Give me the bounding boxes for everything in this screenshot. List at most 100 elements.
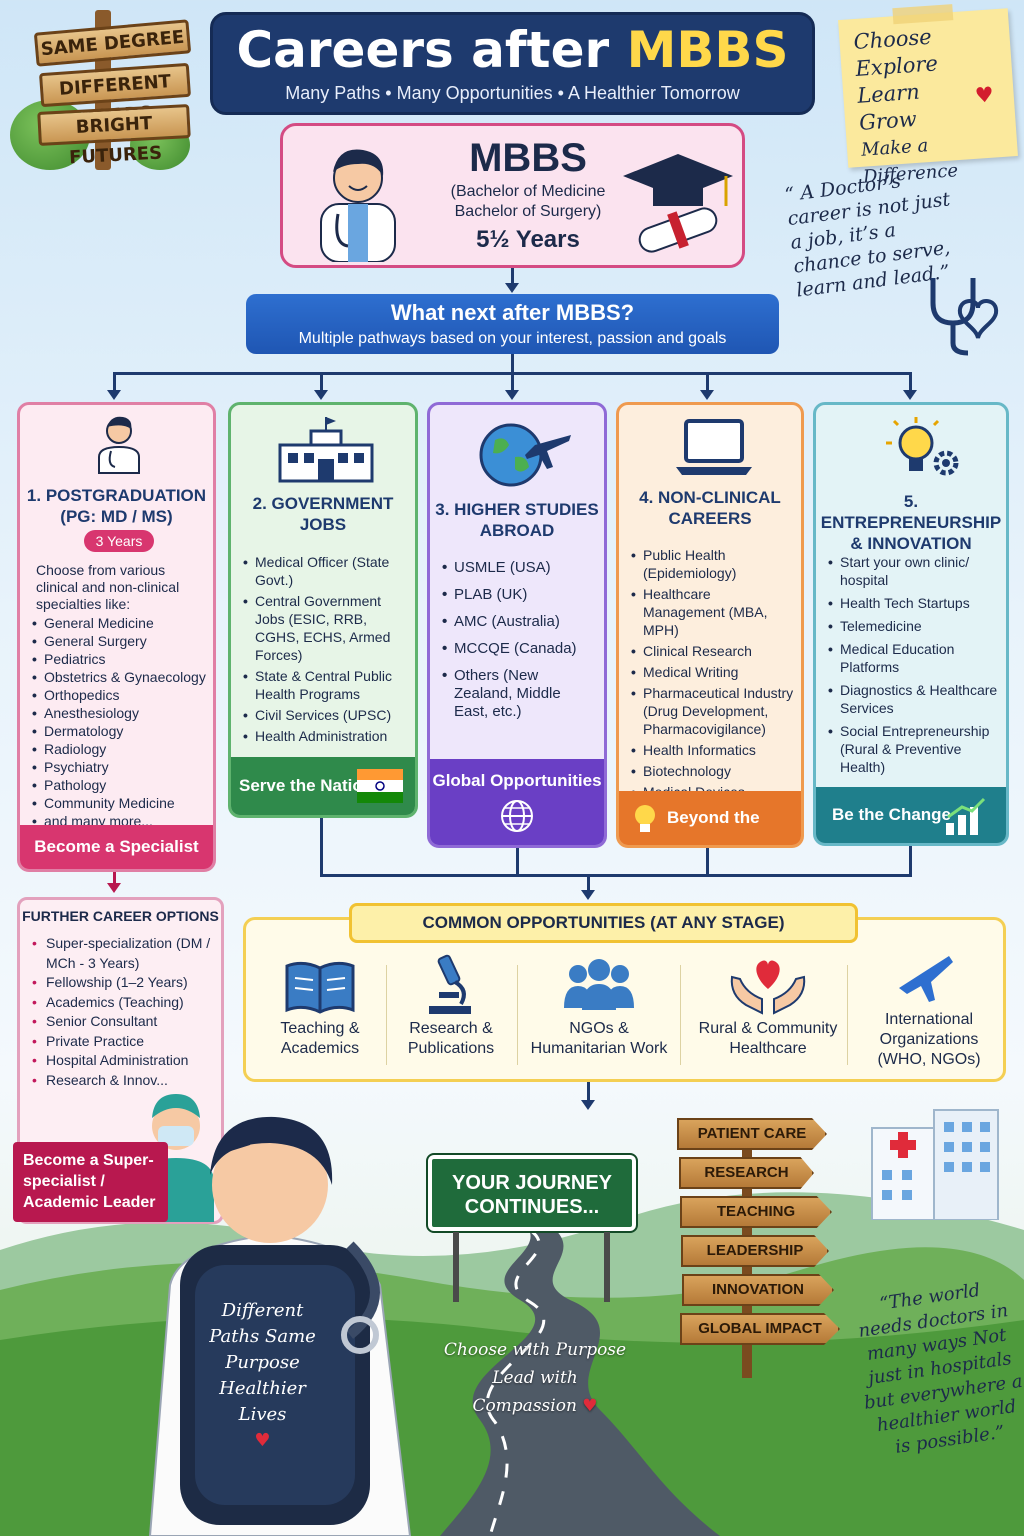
government-list: Medical Officer (State Govt.) Central Go… [241, 553, 409, 748]
direction-sign-global-impact: GLOBAL IMPACT [680, 1313, 840, 1345]
list-item: AMC (Australia) [440, 613, 598, 631]
graduation-cap-icon [623, 154, 733, 253]
list-item: MCCQE (Canada) [440, 640, 598, 658]
sign-different-roads: DIFFERENT ROADS [38, 62, 192, 128]
column-footer: Global Opportunities [430, 759, 604, 845]
page-subtitle: Many Paths • Many Opportunities • A Heal… [285, 83, 740, 103]
career-column-government: 2. GOVERNMENT JOBS Medical Officer (Stat… [228, 402, 418, 818]
list-item: Anesthesiology [30, 704, 207, 722]
list-item: Medical Writing [629, 663, 795, 681]
list-item: Health Administration [241, 727, 409, 745]
sticky-note: Choose Explore Learn Grow Make a Differe… [838, 4, 1018, 188]
list-item: Fellowship (1–2 Years) [32, 973, 221, 993]
list-item: Orthopedics [30, 686, 207, 704]
direction-sign-teaching: TEACHING [680, 1196, 832, 1228]
list-item: Medical Education Platforms [826, 640, 1000, 676]
direction-sign-research: RESEARCH [679, 1157, 814, 1189]
career-column-postgraduation: 1. POSTGRADUATION (PG: MD / MS) 3 Years … [17, 402, 216, 872]
duration-badge: 3 Years [84, 530, 154, 552]
list-item: Civil Services (UPSC) [241, 706, 409, 724]
nonclinical-list: Public Health (Epidemiology) Healthcare … [629, 546, 795, 804]
column-footer: Beyond the Clinic [619, 791, 801, 845]
list-item: Central Government Jobs (ESIC, RRB, CGHS… [241, 592, 409, 664]
people-icon [564, 959, 634, 1010]
list-item: Health Tech Startups [826, 594, 1000, 612]
list-item: USMLE (USA) [440, 559, 598, 577]
doctor-icon [98, 416, 140, 474]
heart-icon: ♥ [973, 82, 995, 108]
list-item: General Surgery [30, 632, 207, 650]
column-footer: Serve the Nation [231, 757, 415, 815]
list-item: Radiology [30, 740, 207, 758]
heart-hands-icon [730, 960, 806, 1015]
column-title: 3. HIGHER STUDIES ABROAD [435, 500, 599, 540]
list-item: Public Health (Epidemiology) [629, 546, 795, 582]
mbbs-full-name: (Bachelor of Medicine Bachelor of Surger… [450, 183, 606, 220]
mbbs-title: MBBS [469, 136, 587, 180]
stethoscope-icon [930, 278, 999, 356]
list-item: State & Central Public Health Programs [241, 667, 409, 703]
road-note: Choose with Purpose Lead with Compassion… [443, 1340, 627, 1416]
column-intro: Choose from various clinical and non-cli… [36, 562, 180, 612]
list-item: Social Entrepreneurship (Rural & Prevent… [826, 722, 1000, 776]
common-opportunities-title: COMMON OPPORTUNITIES (AT ANY STAGE) [349, 903, 858, 943]
list-item: Academics (Teaching) [32, 993, 221, 1013]
abroad-list: USMLE (USA) PLAB (UK) AMC (Australia) MC… [440, 559, 598, 730]
mbbs-duration: 5½ Years [476, 226, 580, 253]
journey-sign: YOUR JOURNEY CONTINUES... [426, 1153, 638, 1233]
further-options-title: FURTHER CAREER OPTIONS [22, 908, 219, 924]
career-column-abroad: 3. HIGHER STUDIES ABROAD USMLE (USA) PLA… [427, 402, 607, 848]
quote-bottom: “The world needs doctors in many ways No… [857, 1279, 1024, 1458]
list-item: Telemedicine [826, 617, 1000, 635]
laptop-icon [676, 419, 752, 475]
list-item: Pediatrics [30, 650, 207, 668]
growth-chart-icon [946, 797, 986, 835]
what-next-title: What next after MBBS? [390, 300, 635, 325]
further-options-list: Super-specialization (DM / MCh - 3 Years… [32, 934, 221, 1090]
list-item: Hospital Administration [32, 1051, 221, 1071]
student-doctor-illustration [148, 1116, 412, 1536]
opportunity-teaching: Teaching & Academics [280, 1020, 360, 1057]
list-item: Private Practice [32, 1032, 221, 1052]
sign-same-degree: SAME DEGREE [33, 19, 192, 67]
india-flag-icon [357, 769, 403, 803]
heart-icon: ♥ [254, 1430, 271, 1451]
list-item: Pharmaceutical Industry (Drug Developmen… [629, 684, 795, 738]
list-item: Community Medicine [30, 794, 207, 812]
list-item: Healthcare Management (MBA, MPH) [629, 585, 795, 639]
backpack-text: Different Paths Same Purpose Healthier L… [205, 1298, 320, 1454]
title-banner: Careers after MBBS Many Paths • Many Opp… [210, 12, 815, 115]
list-item: Pathology [30, 776, 207, 794]
direction-sign-patient-care: PATIENT CARE [677, 1118, 827, 1150]
list-item: Research & Innov... [32, 1071, 221, 1091]
list-item: Dermatology [30, 722, 207, 740]
globe-airplane-icon [479, 423, 571, 487]
doctor-avatar [320, 149, 396, 262]
super-specialist-badge: Become a Super-specialist / Academic Lea… [13, 1142, 168, 1222]
list-item: Diagnostics & Healthcare Services [826, 681, 1000, 717]
mbbs-card: MBBS (Bachelor of Medicine Bachelor of S… [280, 123, 745, 268]
government-building-icon [278, 417, 374, 483]
lightbulb-icon [635, 805, 655, 832]
list-item: Start your own clinic/ hospital [826, 553, 1000, 589]
page-title: Careers after MBBS [236, 21, 789, 79]
opportunity-research: Research & Publications [407, 1020, 495, 1057]
what-next-banner: What next after MBBS? Multiple pathways … [246, 294, 779, 354]
direction-sign-innovation: INNOVATION [682, 1274, 834, 1306]
list-item: PLAB (UK) [440, 586, 598, 604]
list-item: Super-specialization (DM / MCh - 3 Years… [32, 934, 221, 973]
list-item: Clinical Research [629, 642, 795, 660]
column-title: 1. POSTGRADUATION (PG: MD / MS) [26, 486, 207, 526]
list-item: Senior Consultant [32, 1012, 221, 1032]
list-item: Biotechnology [629, 762, 795, 780]
column-footer: Become a Specialist [20, 825, 213, 869]
airplane-icon [899, 956, 953, 1002]
lightbulb-gear-icon [886, 417, 959, 476]
column-title: 4. NON-CLINICAL CAREERS [639, 488, 781, 528]
hospital-illustration [871, 1109, 999, 1220]
career-column-entrepreneurship: 5. ENTREPRENEURSHIP & INNOVATION Start y… [813, 402, 1009, 846]
globe-icon [501, 800, 533, 832]
heart-icon: ♥ [582, 1396, 598, 1416]
direction-sign-leadership: LEADERSHIP [681, 1235, 829, 1267]
opportunity-rural: Rural & Community Healthcare [698, 1020, 838, 1057]
